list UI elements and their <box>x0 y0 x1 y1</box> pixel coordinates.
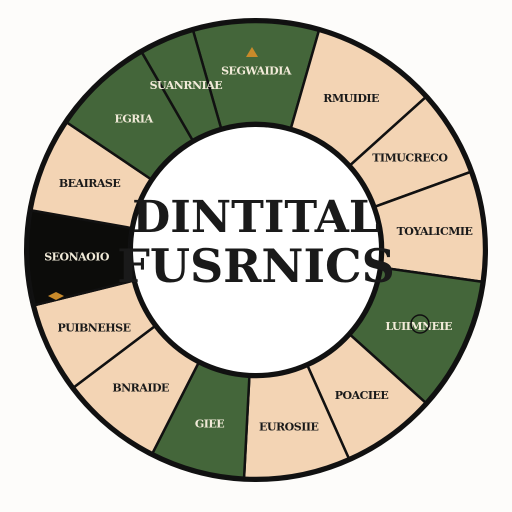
segment-label: SEONAOIO <box>44 250 110 263</box>
segment-label: RMUIDIE <box>323 92 379 105</box>
segment-label: GIEE <box>195 417 224 430</box>
center-circle <box>129 123 383 377</box>
segment-label: TOYALICMIE <box>397 225 473 238</box>
segments-layer <box>26 20 486 480</box>
segment-label: BEAIRASE <box>59 177 120 190</box>
segment-label: TIMUCRECO <box>372 152 448 165</box>
center-title-line2: FUSRNICS <box>117 239 395 293</box>
segment-label: LUIIMNEIE <box>385 320 452 333</box>
emblem-left-icon <box>48 292 64 300</box>
segment-label: BNRAIDE <box>112 382 169 395</box>
emblem-right-icon <box>410 314 430 334</box>
segment-label: SUANRNIAE <box>150 79 223 92</box>
labels-layer: SEGWAIDIA RMUIDIE TIMUCRECO TOYALICMIE LUIIM… <box>44 65 473 434</box>
segment-label: POACIEE <box>335 389 389 402</box>
top-marker-icon <box>246 47 258 57</box>
segment-label: PUIBNEHSE <box>58 321 131 334</box>
small-emblem-icons <box>48 292 430 334</box>
outer-ring <box>24 18 488 482</box>
center-title-line1: DINTITAL <box>132 192 380 243</box>
segment-label: EUROSIIE <box>259 420 318 433</box>
segment-label: SEGWAIDIA <box>221 65 292 78</box>
segment-label: EGRIA <box>115 113 154 126</box>
